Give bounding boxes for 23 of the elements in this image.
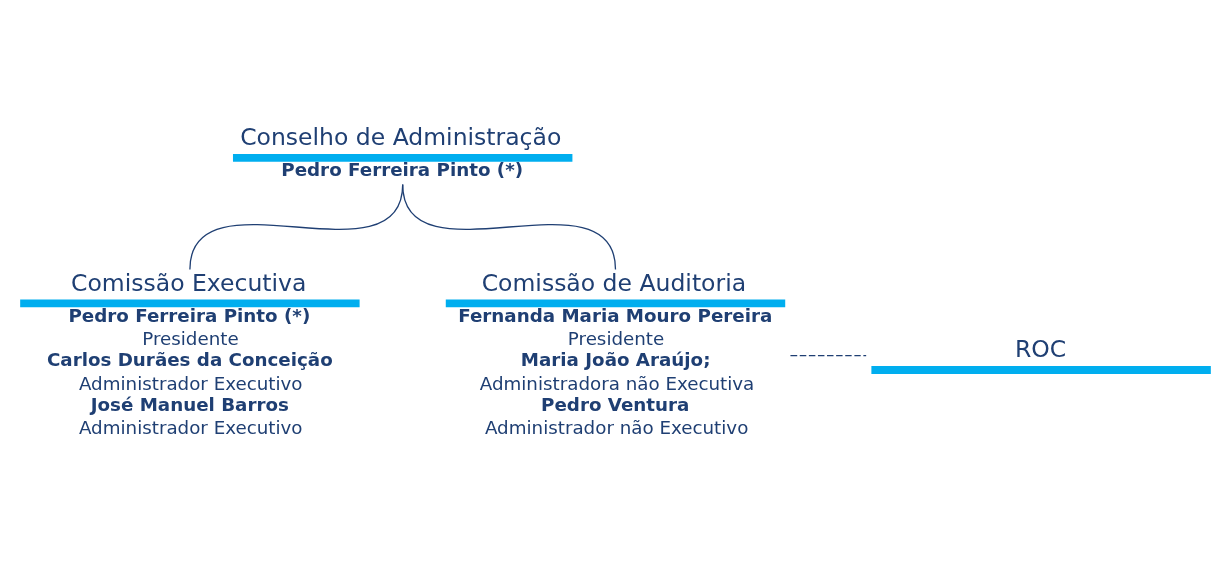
node-label: Pedro Ferreira Pinto (*) — [281, 159, 524, 181]
connector — [402, 183, 617, 271]
node-label: Carlos Durães da Conceição — [46, 349, 333, 371]
node-label: Administrador não Executivo — [484, 417, 749, 439]
node-label: Presidente — [567, 328, 665, 350]
node-label: José Manuel Barros — [90, 393, 289, 415]
node-label: Pedro Ferreira Pinto (*) — [68, 304, 311, 326]
node-label: Conselho de Administração — [240, 123, 562, 152]
node-label: ROC — [1015, 335, 1067, 364]
node-label: Comissão Executiva — [71, 268, 307, 297]
node-label: Administrador Executivo — [78, 372, 303, 394]
node-box — [20, 299, 360, 308]
node-label: Fernanda Maria Mouro Pereira — [458, 304, 773, 326]
node-box — [445, 299, 786, 308]
connector — [789, 354, 867, 357]
node-label: Administrador Executivo — [78, 417, 303, 439]
node-label: Administradora não Executiva — [479, 372, 755, 394]
node-box — [232, 153, 573, 162]
node-label: Pedro Ventura — [541, 393, 690, 415]
node-box — [871, 366, 1211, 374]
node-label: Presidente — [142, 328, 239, 350]
node-label: Comissão de Auditoria — [481, 268, 747, 297]
node-label: Maria João Araújo; — [520, 349, 711, 371]
